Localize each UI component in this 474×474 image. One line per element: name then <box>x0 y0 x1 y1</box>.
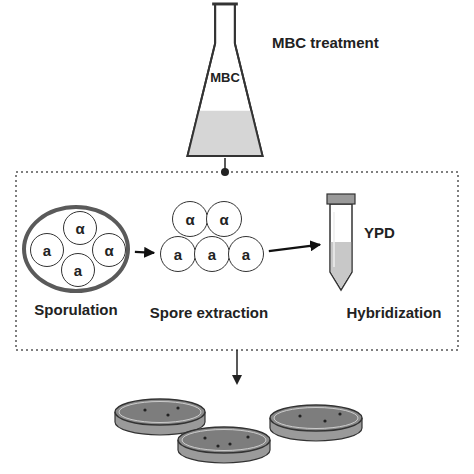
spore: α <box>92 233 126 267</box>
spore: a <box>61 253 95 287</box>
junction-dot <box>221 168 229 176</box>
flask: MBC <box>185 2 265 160</box>
petri-dish <box>178 427 270 463</box>
node-text: MBC <box>185 70 265 85</box>
petri-dishes <box>115 399 362 463</box>
step-label: Hybridization <box>346 304 441 321</box>
flow-arrow <box>135 251 154 254</box>
down-arrow-line <box>236 350 238 376</box>
node-text: a <box>242 247 250 262</box>
petri-dish <box>115 399 205 435</box>
step-label: Spore extraction <box>150 304 268 321</box>
node-text: a <box>74 263 82 278</box>
spore: α <box>172 201 208 237</box>
tube-outline <box>326 192 356 292</box>
down-arrow-head <box>232 375 242 385</box>
culture-tube: YPD <box>326 192 356 292</box>
node-text: a <box>174 247 182 262</box>
node-text: α <box>185 212 194 227</box>
spore: α <box>63 211 97 245</box>
node-text: YPD <box>364 224 395 241</box>
spore: a <box>30 233 64 267</box>
node-text: a <box>43 243 51 258</box>
spore: a <box>194 236 230 272</box>
node-text: a <box>208 247 216 262</box>
node-text: Sporulation <box>34 301 117 318</box>
node-text: α <box>104 243 113 258</box>
spore: a <box>228 236 264 272</box>
step-label: MBC treatment <box>272 34 379 51</box>
spore: α <box>206 201 242 237</box>
flow-arrow <box>269 245 320 251</box>
node-text: α <box>75 221 84 236</box>
ascus: Sporulationαaαa <box>22 205 130 293</box>
node-text: α <box>219 212 228 227</box>
spore: a <box>160 236 196 272</box>
petri-dish <box>270 405 362 441</box>
dotted-frame <box>16 172 458 350</box>
